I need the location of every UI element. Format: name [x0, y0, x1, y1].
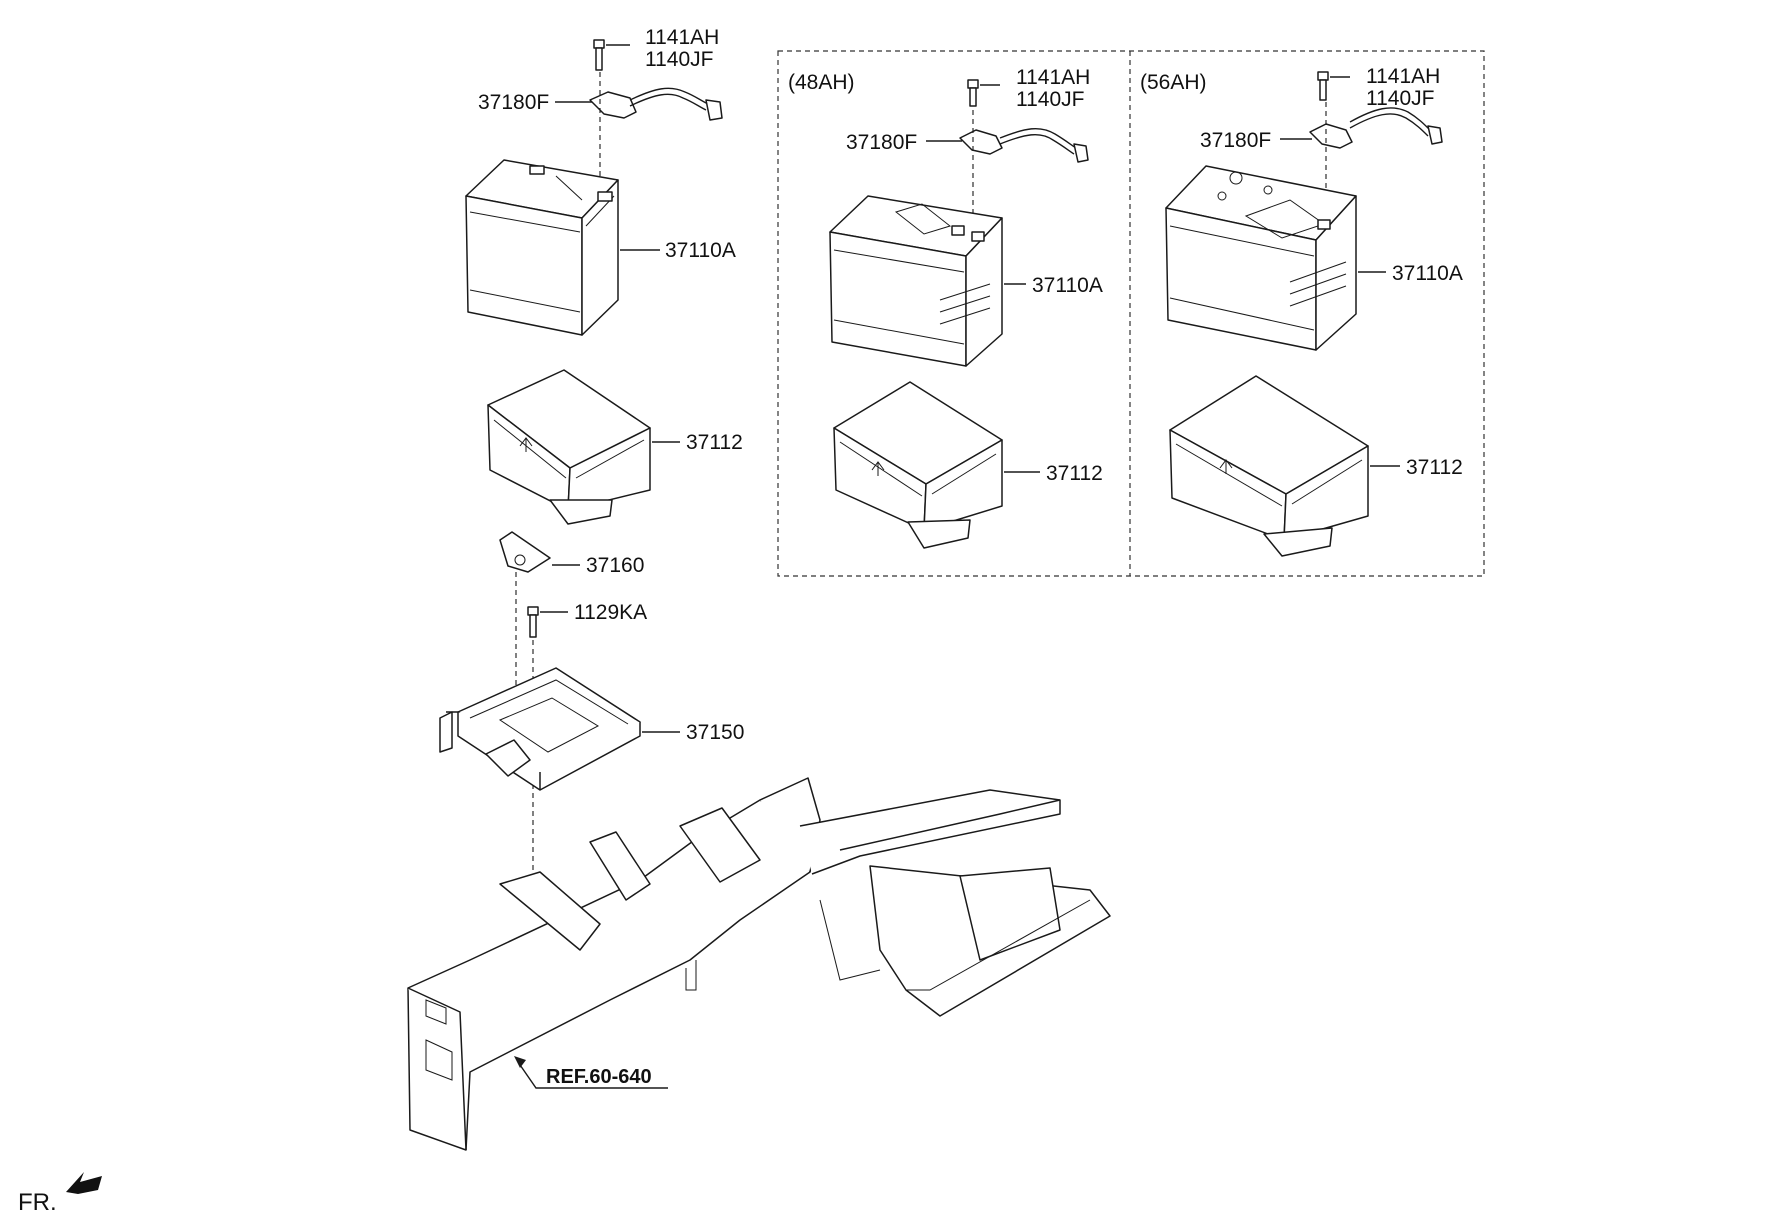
- bolt-main: [593, 39, 630, 71]
- insulator-56ah: [1169, 375, 1369, 557]
- callout-bolt-b-main: 1140JF: [645, 48, 714, 71]
- variant-56ah-label: (56AH): [1140, 71, 1207, 94]
- tray-main: [439, 667, 641, 791]
- callout-battery-main: 37110A: [665, 239, 736, 262]
- front-marker: FR.: [18, 1189, 57, 1211]
- callout-bolt-tray: 1129KA: [574, 601, 647, 624]
- bracket-main: [499, 531, 551, 573]
- bolt-56ah: [1317, 71, 1329, 101]
- callout-bolt-a-48ah: 1141AH: [1016, 66, 1090, 89]
- variant-frame: [777, 50, 1485, 577]
- reference-label: REF.60-640: [546, 1066, 652, 1088]
- callout-terminal-56ah: 37180F: [1200, 129, 1271, 152]
- terminal-cable-48ah: [959, 127, 1089, 163]
- battery-main: [465, 159, 619, 336]
- callout-bracket-main: 37160: [586, 554, 644, 577]
- callout-battery-48ah: 37110A: [1032, 274, 1103, 297]
- callout-insulator-48ah: 37112: [1046, 462, 1103, 485]
- callout-bolt-b-56ah: 1140JF: [1366, 87, 1435, 110]
- bolt-tray: [527, 606, 539, 638]
- bolt-48ah: [967, 79, 979, 107]
- callout-terminal-48ah: 37180F: [846, 131, 917, 154]
- insulator-main: [487, 369, 651, 525]
- callout-insulator-56ah: 37112: [1406, 456, 1463, 479]
- callout-bolt-a-main: 1141AH: [645, 26, 719, 49]
- terminal-cable-main: [589, 87, 723, 121]
- callout-terminal-main: 37180F: [478, 91, 549, 114]
- battery-56ah: [1165, 165, 1357, 351]
- callout-bolt-a-56ah: 1141AH: [1366, 65, 1440, 88]
- callout-bolt-b-48ah: 1140JF: [1016, 88, 1085, 111]
- callout-battery-56ah: 37110A: [1392, 262, 1463, 285]
- battery-48ah: [829, 195, 1003, 367]
- vehicle-body-structure: [407, 777, 1111, 1151]
- callout-tray: 37150: [686, 721, 744, 744]
- front-arrow-icon: [66, 1172, 102, 1194]
- callout-insulator-main: 37112: [686, 431, 743, 454]
- variant-48ah-label: (48AH): [788, 71, 855, 94]
- terminal-cable-56ah: [1309, 107, 1443, 149]
- insulator-48ah: [833, 381, 1003, 549]
